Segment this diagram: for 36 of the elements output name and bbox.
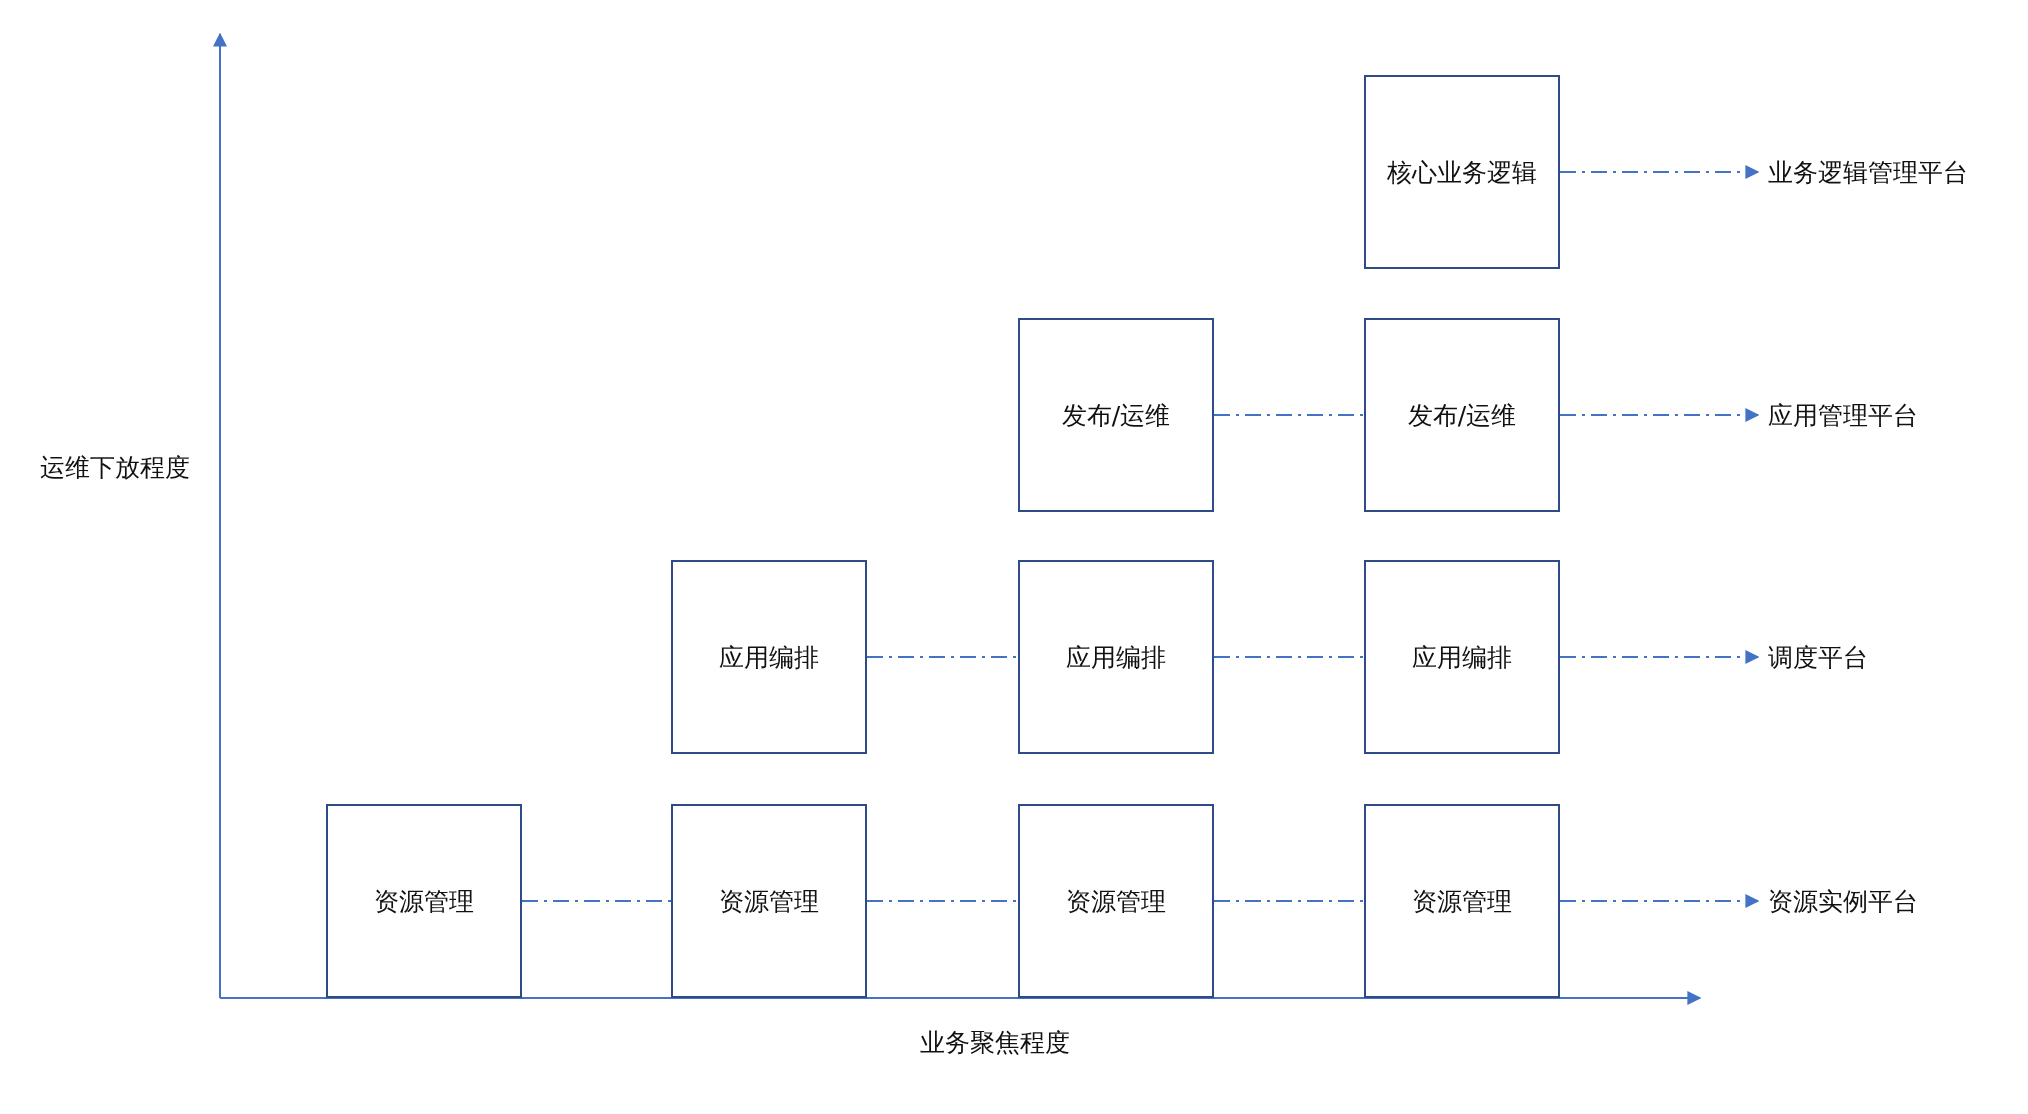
box-label: 资源管理 (719, 885, 819, 918)
process-box (326, 804, 522, 998)
box-label: 应用编排 (1412, 641, 1512, 674)
process-box (1364, 560, 1560, 754)
arrow (1559, 408, 1760, 422)
connector-line (521, 900, 672, 902)
connector-line (1213, 656, 1365, 658)
arrow (1559, 165, 1760, 179)
platform-label: 业务逻辑管理平台 (1768, 156, 1968, 189)
connector-line (866, 900, 1019, 902)
box-label: 发布/运维 (1061, 399, 1171, 432)
process-box (1018, 804, 1214, 998)
process-box (1364, 75, 1560, 269)
axis-title: 运维下放程度 (40, 452, 190, 484)
box-label: 资源管理 (374, 885, 474, 918)
process-box (1364, 318, 1560, 512)
arrow (1559, 894, 1760, 908)
box-label: 资源管理 (1066, 885, 1166, 918)
platform-label: 调度平台 (1768, 641, 1868, 674)
connector-line (1213, 414, 1365, 416)
process-box (1364, 804, 1560, 998)
connector-line (1213, 900, 1365, 902)
process-box (671, 560, 867, 754)
platform-label: 资源实例平台 (1768, 885, 1918, 918)
connector-line (866, 656, 1019, 658)
process-box (671, 804, 867, 998)
box-label: 资源管理 (1412, 885, 1512, 918)
arrow (1559, 650, 1760, 664)
platform-label: 应用管理平台 (1768, 399, 1918, 432)
box-label: 发布/运维 (1407, 399, 1517, 432)
axis-title: 业务聚焦程度 (920, 1027, 1070, 1059)
process-box (1018, 318, 1214, 512)
process-box (1018, 560, 1214, 754)
box-label: 核心业务逻辑 (1387, 156, 1537, 189)
box-label: 应用编排 (719, 641, 819, 674)
box-label: 应用编排 (1066, 641, 1166, 674)
